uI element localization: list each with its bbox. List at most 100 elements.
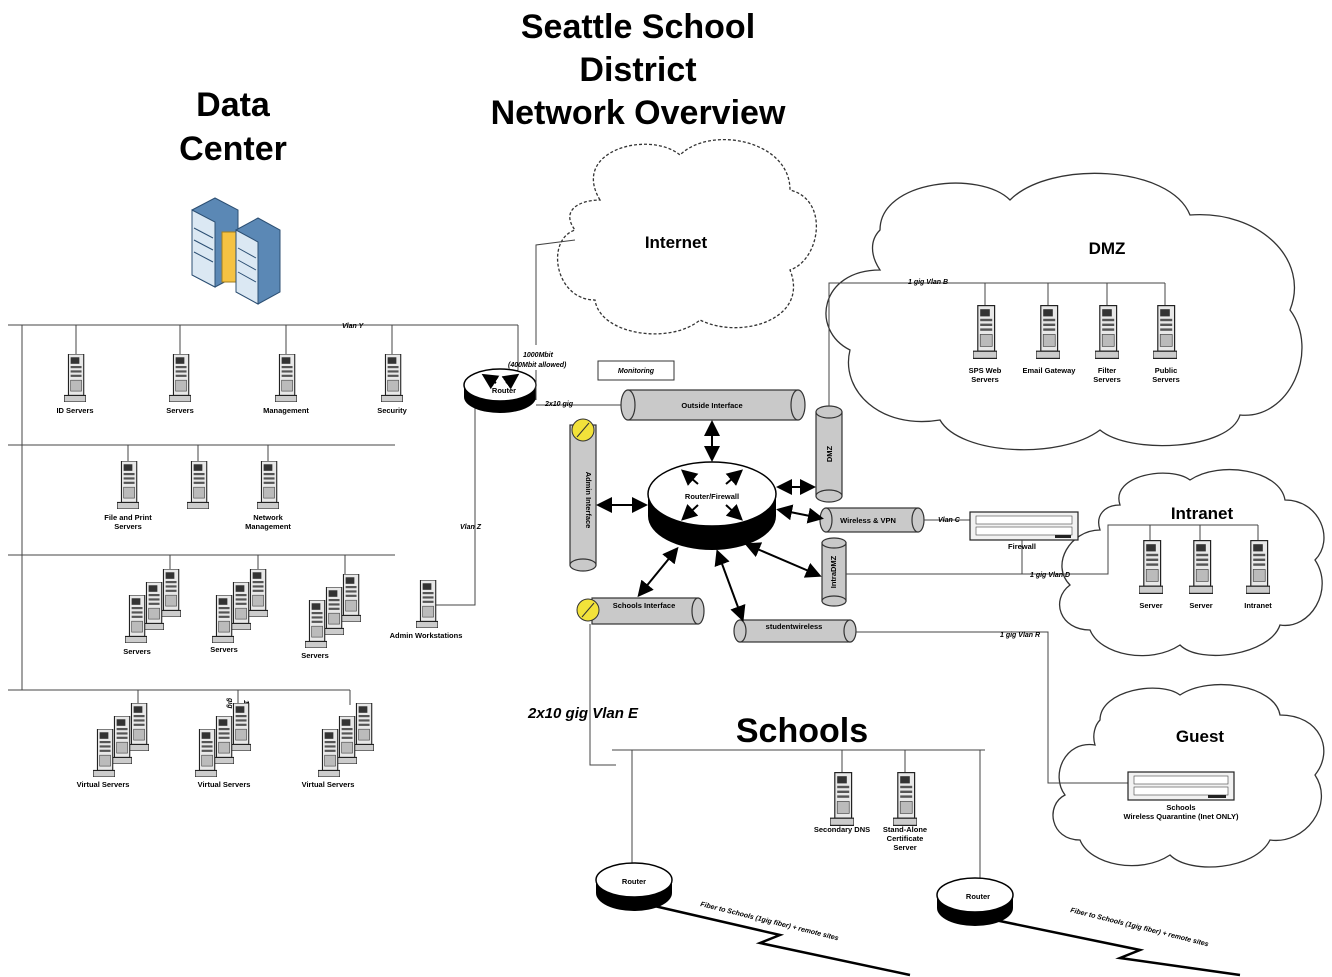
internet-cloud: Internet [556,138,817,335]
server-icon [416,580,438,628]
server-icon [125,595,147,643]
server-label: Intranet [1244,601,1272,610]
school-router-b: Router [936,877,1014,926]
dmz-interface: DMZ [815,405,843,503]
schools-heading: Schools [736,712,868,750]
server-icon [64,354,86,402]
fiber-link-b [994,918,1241,977]
studentwireless-label: studentwireless [766,622,823,631]
school-router-b-label: Router [966,892,990,901]
datacenter-backbone [8,324,519,710]
server-label: Virtual Servers [198,780,251,789]
intranet-cloud: Intranet [1059,468,1325,657]
outside-interface: Outside Interface [620,389,806,421]
server-icon [110,716,132,764]
intranet-label: Intranet [1171,504,1234,523]
router-firewall: Router/Firewall [647,461,777,550]
guest-device-line2: Wireless Quarantine (Inet ONLY) [1123,812,1239,821]
row2-servers: File and Print Servers Network Managemen… [104,461,291,531]
server-label: Server [1139,601,1162,610]
server-icon [117,461,139,509]
server-label: Servers [166,406,194,415]
server-icon [142,582,164,630]
server-label: Public [1155,366,1178,375]
vlan-e-label: 2x10 gig Vlan E [527,705,639,722]
server-label: Virtual Servers [302,780,355,789]
uplink-line2: (400Mbit allowed) [508,362,567,369]
admin-interface: Admin Interface [569,418,597,572]
schools-servers: Secondary DNS Stand-Alone Certificate Se… [814,772,927,852]
intranet-servers: Server Server Intranet [1139,540,1272,610]
server-label: Secondary DNS [814,825,870,834]
vlan-c-label: Vlan C [938,517,961,524]
server-label: Stand-Alone [883,825,927,834]
server-label: Filter [1098,366,1116,375]
server-label: SPS Web [969,366,1002,375]
server-icon [159,569,181,617]
data-center-icon [191,197,281,305]
main-router-label: Router [492,386,516,395]
guest-device: Schools Wireless Quarantine (Inet ONLY) [1123,771,1239,821]
intradmz-label: IntraDMZ [829,555,838,588]
server-label: Servers [123,647,151,656]
guest-device-line1: Schools [1166,803,1195,812]
vlan-y-label: Vlan Y [342,323,365,330]
main-router: Router [463,368,537,413]
server-icon [352,703,374,751]
server-label: Management [263,406,309,415]
server-icon [212,595,234,643]
admin-workstations-label: Admin Workstations [390,631,463,640]
server-icon [212,716,234,764]
schools-interface: Schools Interface [576,597,705,625]
schools-interface-label: Schools Interface [613,601,676,610]
guest-label: Guest [1176,727,1225,746]
internet-label: Internet [645,233,708,252]
server-label: Security [377,406,407,415]
dmz-servers: SPS Web Servers Email Gateway Filter Ser… [969,305,1180,384]
monitoring-box: Monitoring [597,360,675,381]
title-line-2: District [579,51,696,89]
server-icon [246,569,268,617]
server-icon [187,461,209,509]
server-icon [93,729,115,777]
dmz-interface-label: DMZ [825,445,834,462]
data-center-line-1: Data [196,86,271,124]
server-label: Servers [971,375,999,384]
data-center-line-2: Center [179,130,287,168]
vlan-z-label: Vlan Z [460,524,482,531]
server-icon [381,354,403,402]
server-icon [275,354,297,402]
school-router-a-label: Router [622,877,646,886]
server-icon [830,772,854,826]
server-icon [318,729,340,777]
uplink-line1: 1000Mbit [523,352,554,359]
server-icon [335,716,357,764]
server-label: Network [253,513,283,522]
server-label: Servers [1152,375,1180,384]
vlan-d-label: 1 gig Vlan D [1030,572,1070,579]
server-icon [339,574,361,622]
server-label: ID Servers [56,406,93,415]
server-label: Server [1189,601,1212,610]
title-line-1: Seattle School [521,8,755,46]
school-router-a: Router [595,862,673,911]
server-label: Management [245,522,291,531]
router-firewall-label: Router/Firewall [685,492,739,501]
server-icon [257,461,279,509]
twox10-label: 2x10 gig [544,401,574,408]
row4-virtual-servers: Virtual Servers Virtual Servers Virtual … [77,703,374,789]
server-label: Email Gateway [1023,366,1077,375]
dmz-cloud: DMZ [825,172,1303,451]
server-label: Servers [114,522,142,531]
wireless-vpn-interface: Wireless & VPN [819,507,925,533]
wireless-vpn-label: Wireless & VPN [840,516,896,525]
server-icon [229,703,251,751]
admin-interface-label: Admin Interface [584,472,593,529]
vlan-r-label: 1 gig Vlan R [1000,632,1040,639]
studentwireless-interface: studentwireless [733,619,857,643]
uplink-gig-label: gig [226,697,233,709]
core-connections [596,420,824,622]
vlan-b-label: 1 gig Vlan B [908,279,948,286]
fiber-label-b: Fiber to Schools (1gig fiber) + remote s… [1070,907,1210,948]
